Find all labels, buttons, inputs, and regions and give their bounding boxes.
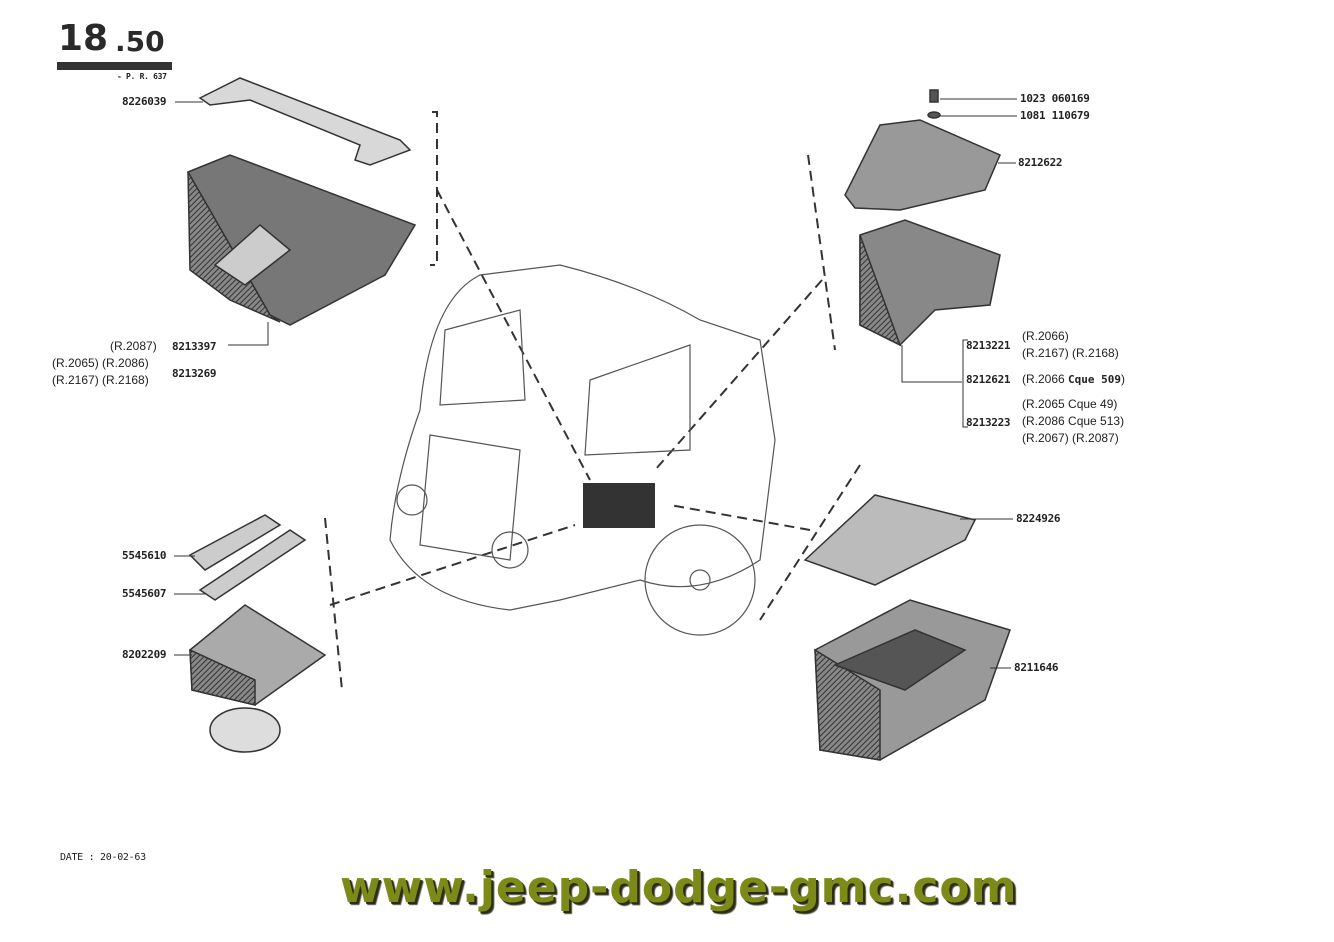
part-number-8211646: 8211646	[1014, 661, 1059, 674]
ref-line: (R.2065) (R.2086)	[52, 356, 149, 370]
ref-line: (R.2167) (R.2168)	[52, 373, 149, 387]
part-number-5545610: 5545610	[122, 549, 167, 562]
ref-line: (R.2065 Cque 49)	[1022, 397, 1118, 411]
part-number-8213397: 8213397	[172, 340, 217, 353]
header-bar	[57, 62, 172, 70]
part-number-8213221: 8213221	[966, 339, 1011, 352]
part-number-5545607: 5545607	[122, 587, 167, 600]
part-number-bolt: 1023 060169	[1020, 92, 1090, 105]
bracket-part-drawing	[198, 77, 412, 166]
battery-box-drawing	[186, 154, 417, 326]
part-number-8202209: 8202209	[122, 648, 167, 661]
part-number-8213223: 8213223	[966, 416, 1011, 429]
watermark-url: www.jeep-dodge-gmc.com	[340, 862, 1018, 913]
part-number-8212622: 8212622	[1018, 156, 1063, 169]
ref-line: (R.2167) (R.2168)	[1022, 346, 1119, 360]
part-number-8212621: 8212621	[966, 373, 1011, 386]
part-number-8224926: 8224926	[1016, 512, 1061, 525]
battery-location-marker	[583, 483, 655, 528]
ref-line: (R.2066)	[1022, 329, 1069, 343]
ref-line: (R.2067) (R.2087)	[1022, 431, 1119, 445]
top-right-parts-drawing	[844, 89, 1001, 347]
ref-text: (R.2066	[1022, 372, 1069, 386]
bottom-right-parts-drawing	[803, 494, 1011, 761]
truck-outline-drawing	[389, 264, 776, 636]
section-subnumber: .50	[115, 25, 165, 58]
part-number-washer: 1081 110679	[1020, 109, 1090, 122]
cque-text: Cque	[1068, 373, 1102, 386]
ref-line: (R.2066 Cque 509)	[1022, 372, 1125, 386]
bottom-left-parts-drawing	[188, 514, 327, 753]
date-label: DATE : 20-02-63	[60, 852, 146, 863]
ref-line: (R.2086 Cque 513)	[1022, 414, 1125, 428]
ref-close: )	[1121, 372, 1126, 386]
ref-r2087: (R.2087)	[110, 339, 157, 353]
section-number: 18	[58, 18, 109, 59]
cque-number: 509	[1101, 373, 1122, 386]
page-reference: - P. R. 637	[117, 72, 167, 81]
part-number-8226039: 8226039	[122, 95, 167, 108]
part-number-8213269: 8213269	[172, 367, 217, 380]
